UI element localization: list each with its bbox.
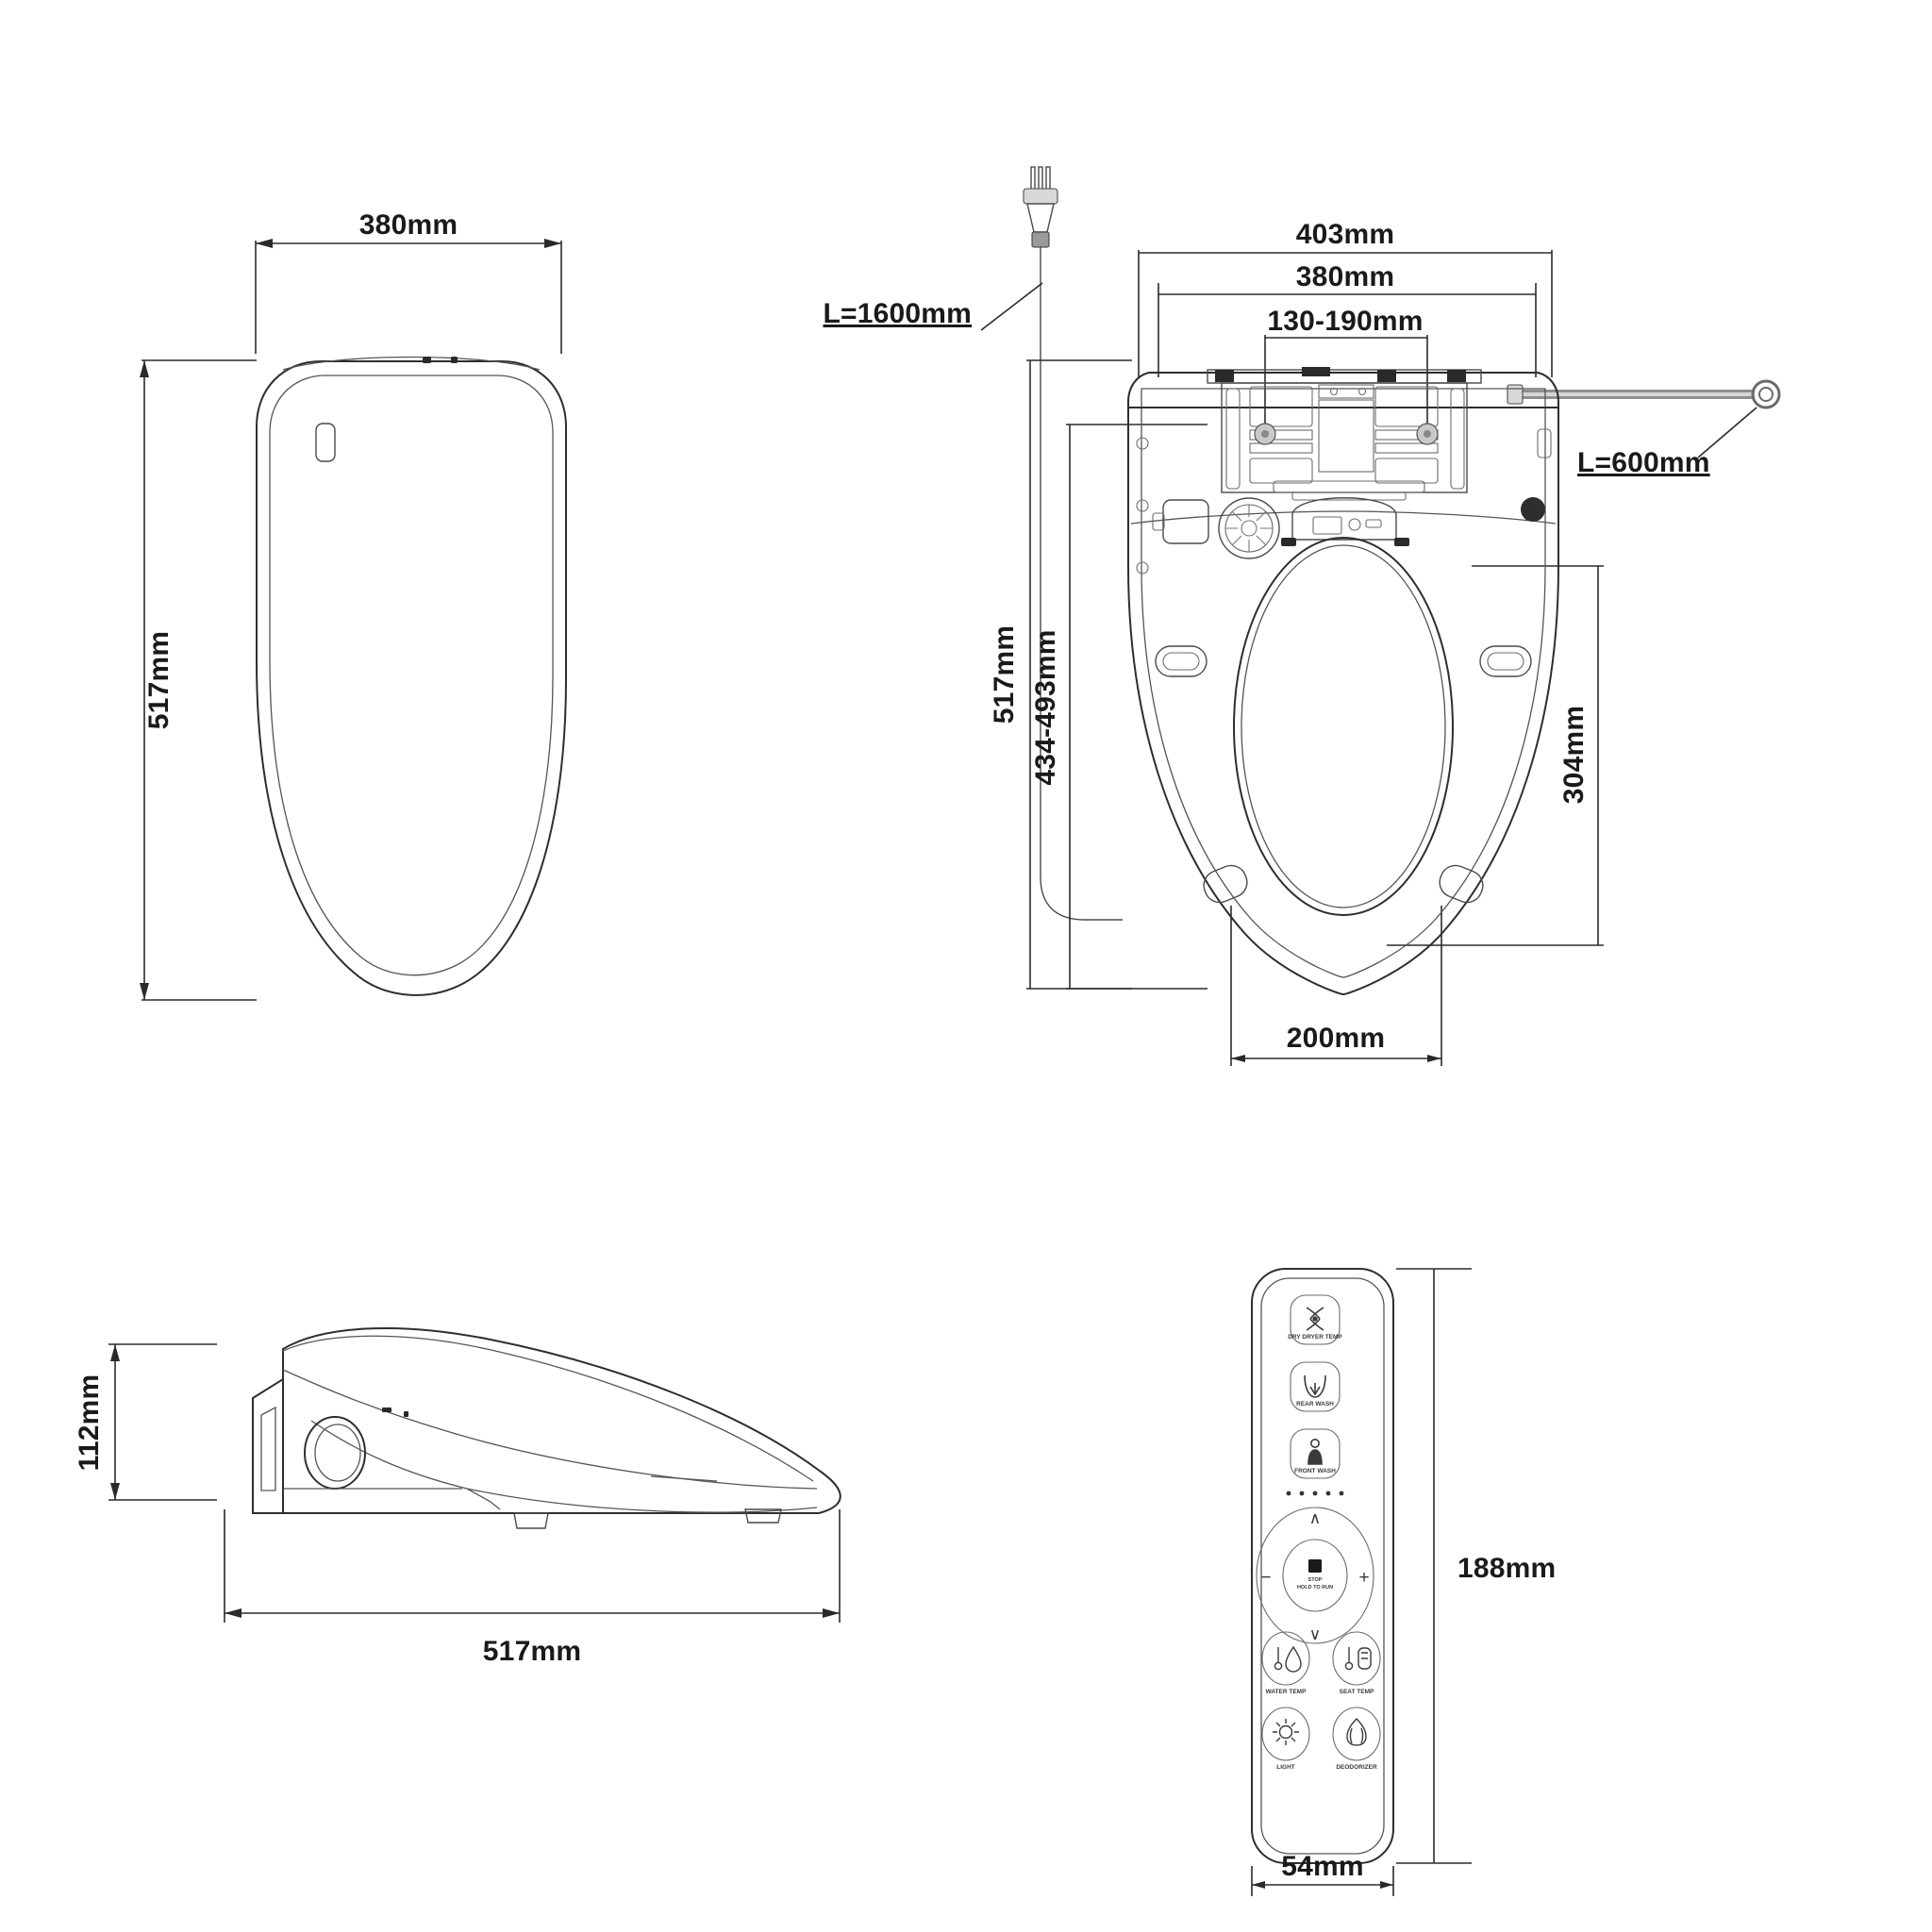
dim-side-length: 517mm	[224, 1509, 841, 1667]
dim-label-plan-overall-width: 403mm	[1296, 219, 1394, 250]
dim-label-plan-overall-length: 517mm	[989, 625, 1020, 724]
dpad-minus-icon[interactable]: −	[1260, 1568, 1271, 1588]
dim-label-seat-opening-length: 304mm	[1558, 706, 1590, 804]
dim-plan-lengths: 517mm 434-493mm	[989, 359, 1208, 990]
remote-button-rear-wash[interactable]: REAR WASH	[1290, 1361, 1341, 1412]
remote-indicator-dots	[1286, 1491, 1344, 1496]
plug-icon	[1023, 188, 1058, 205]
remote-lower-button-label: SEAT TEMP	[1340, 1689, 1374, 1695]
dim-lid-width: 380mm	[255, 209, 562, 354]
side-body-outline	[252, 1327, 841, 1529]
dim-plan-widths: 403mm 380mm 130-190mm	[1138, 219, 1553, 434]
dim-label-plan-adjustable-length: 434-493mm	[1030, 629, 1061, 785]
remote-button-label: FRONT WASH	[1294, 1468, 1336, 1474]
dim-label-lid-width: 380mm	[359, 209, 458, 241]
callout-water-hose: L=600mm	[1577, 447, 1710, 478]
dim-seat-opening-width: 200mm	[1230, 906, 1442, 1066]
light-icon	[1273, 1719, 1299, 1745]
dim-lid-length: 517mm	[140, 359, 257, 1001]
dpad-center-label-2: HOLD TO RUN	[1297, 1585, 1333, 1591]
view-bottom-plan: L=1600mm L=600mm 403mm 380mm	[823, 166, 1781, 1066]
rear-wash-icon	[1304, 1374, 1326, 1398]
seat-temp-icon	[1344, 1647, 1372, 1671]
dpad-up-icon[interactable]: ∧	[1309, 1509, 1321, 1527]
remote-button-dry-dryer-temp[interactable]: DRY DRYER TEMP	[1288, 1294, 1342, 1345]
dim-remote-height: 188mm	[1396, 1268, 1556, 1864]
remote-lower-button-label: LIGHT	[1276, 1764, 1295, 1771]
remote-lower-button-label: WATER TEMP	[1266, 1689, 1307, 1695]
remote-button-light[interactable]: LIGHT	[1261, 1707, 1310, 1771]
dim-label-lid-length: 517mm	[143, 631, 175, 729]
callout-power-cord: L=1600mm	[823, 298, 972, 329]
dim-remote-width: 54mm	[1251, 1851, 1394, 1896]
dpad-center-label-1: STOP	[1308, 1577, 1323, 1583]
seat-ring	[1155, 537, 1532, 916]
dim-label-seat-opening-width: 200mm	[1287, 1023, 1385, 1054]
stop-square-icon	[1308, 1559, 1322, 1573]
remote-button-front-wash[interactable]: FRONT WASH	[1290, 1428, 1341, 1479]
remote-button-deodorizer[interactable]: DEODORIZER	[1332, 1707, 1381, 1771]
remote-body	[1251, 1268, 1394, 1864]
remote-button-seat-temp[interactable]: SEAT TEMP	[1332, 1631, 1381, 1695]
remote-lower-button-label: DEODORIZER	[1336, 1764, 1377, 1771]
lid-outline	[256, 356, 567, 996]
remote-button-water-temp[interactable]: WATER TEMP	[1261, 1631, 1310, 1695]
view-remote-control: DRY DRYER TEMP REAR WASH FRONT WASH	[1251, 1268, 1556, 1896]
dim-label-mount-spacing: 130-190mm	[1267, 306, 1423, 337]
water-temp-icon	[1274, 1645, 1302, 1673]
fan-icon	[1306, 1307, 1324, 1331]
deodorizer-icon	[1346, 1718, 1367, 1746]
mounting-bracket	[1207, 367, 1482, 501]
dim-label-remote-height: 188mm	[1457, 1553, 1556, 1584]
remote-dpad[interactable]: ∧ ∨ − + STOP HOLD TO RUN	[1256, 1507, 1374, 1644]
power-cord-assembly: L=1600mm	[823, 166, 1123, 921]
front-wash-icon	[1307, 1439, 1323, 1465]
bidet-body-outline	[1127, 372, 1559, 996]
dim-label-side-length: 517mm	[483, 1636, 581, 1667]
dim-label-plan-seat-width: 380mm	[1296, 261, 1394, 292]
dpad-down-icon[interactable]: ∨	[1309, 1625, 1321, 1643]
remote-button-label: REAR WASH	[1296, 1401, 1334, 1407]
dim-seat-opening-length: 304mm	[1387, 565, 1604, 946]
dim-label-remote-width: 54mm	[1281, 1851, 1364, 1882]
dim-side-height: 112mm	[74, 1343, 217, 1501]
internal-components	[1136, 428, 1552, 575]
view-side-elevation: 112mm 517mm	[74, 1327, 841, 1667]
view-top-lid: 380mm 517mm	[140, 209, 567, 1001]
remote-button-label: DRY DRYER TEMP	[1288, 1334, 1342, 1341]
dpad-plus-icon[interactable]: +	[1358, 1568, 1369, 1588]
dim-label-side-height: 112mm	[74, 1374, 105, 1472]
